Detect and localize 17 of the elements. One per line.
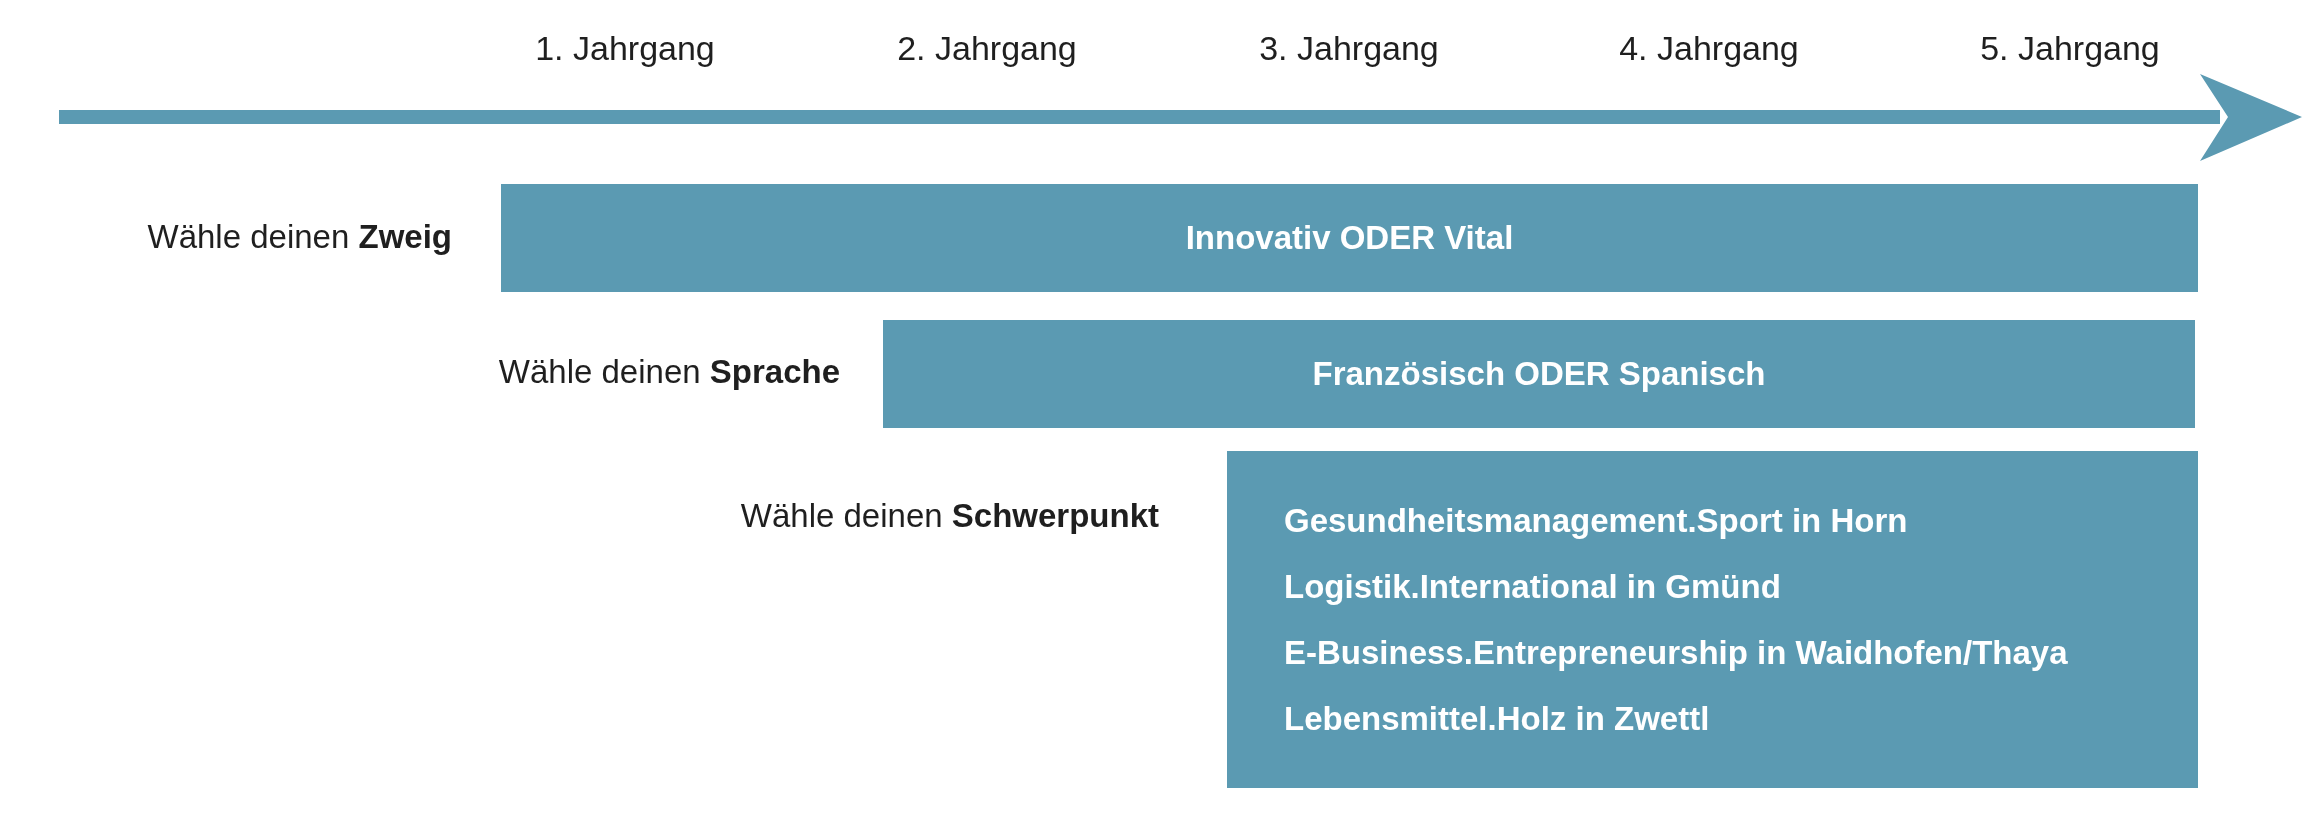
year-heading: 5. Jahrgang bbox=[1980, 28, 2160, 68]
year-heading: 4. Jahrgang bbox=[1619, 28, 1799, 68]
option-bar bbox=[883, 320, 2195, 428]
year-heading: 2. Jahrgang bbox=[897, 28, 1077, 68]
choice-prompt: Wähle deinen Zweig bbox=[147, 217, 452, 257]
option-text: Innovativ ODER Vital bbox=[1185, 218, 1514, 258]
option-text: E-Business.Entrepreneurship in Waidhofen/Thaya bbox=[1284, 632, 2068, 673]
option-bar bbox=[1227, 451, 2198, 788]
option-text: Französisch ODER Spanisch bbox=[1312, 354, 1766, 394]
option-text: Lebensmittel.Holz in Zwettl bbox=[1284, 698, 1710, 739]
choice-prompt: Wähle deinen Sprache bbox=[498, 352, 840, 392]
year-heading: 3. Jahrgang bbox=[1259, 28, 1439, 68]
option-text: Gesundheitsmanagement.Sport in Horn bbox=[1284, 500, 1908, 541]
option-text: Logistik.International in Gmünd bbox=[1284, 566, 1781, 607]
choice-prompt: Wähle deinen Schwerpunkt bbox=[740, 496, 1159, 536]
option-bar bbox=[501, 184, 2198, 292]
year-heading: 1. Jahrgang bbox=[535, 28, 715, 68]
